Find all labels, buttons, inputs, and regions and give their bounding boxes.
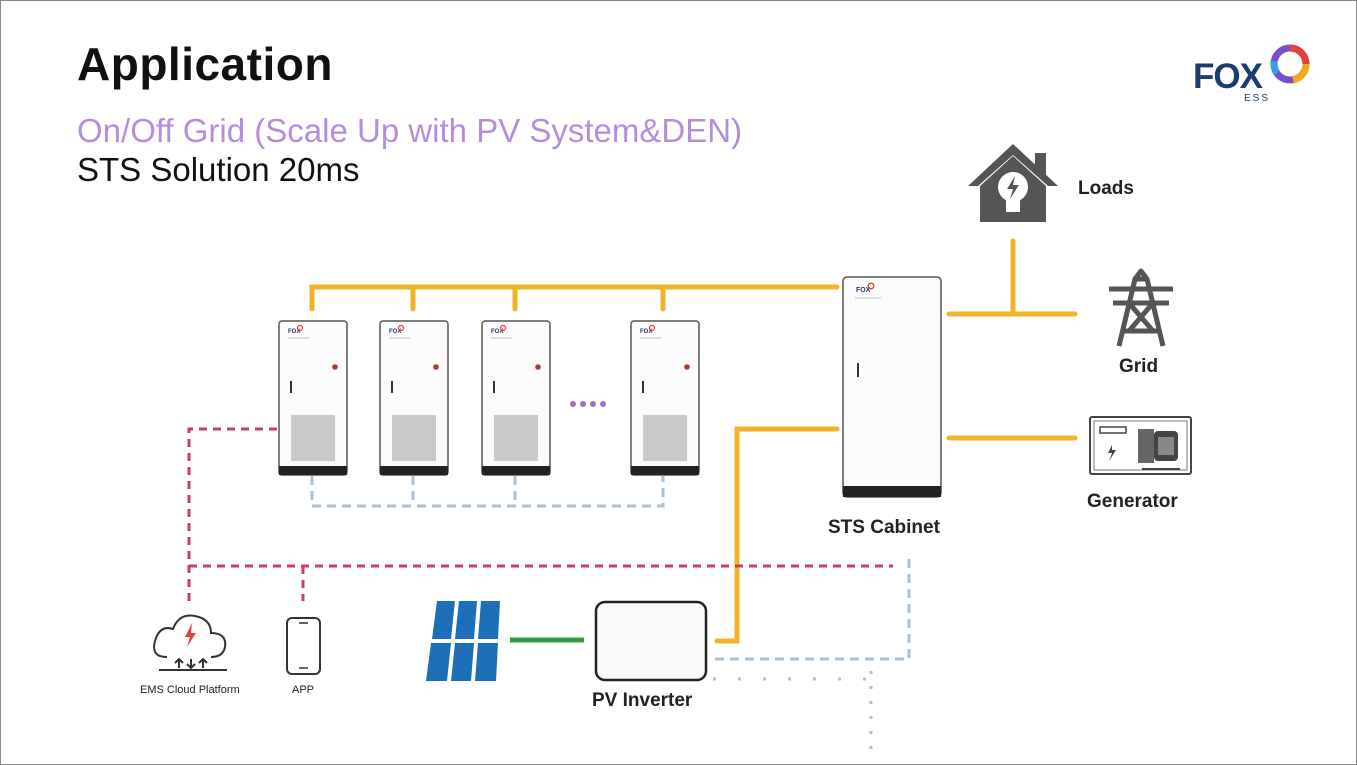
generator-label: Generator (1087, 491, 1178, 512)
pv-ac-line (714, 426, 840, 644)
sts-cabinet: FOX (842, 276, 942, 498)
ac-bus-line (309, 284, 840, 312)
fox-ess-logo: FOX ESS (1193, 43, 1317, 105)
house-lightbulb-icon (968, 144, 1058, 222)
cabinet-brand-text: FOX (389, 329, 401, 335)
battery-cabinet: FOX (379, 320, 449, 476)
solar-panel-icon (426, 601, 500, 681)
app-label: APP (292, 684, 315, 696)
cabinet-brand-text: FOX (491, 329, 503, 335)
cabinet-brand-text: FOX (288, 329, 300, 335)
pv-inverter-label: PV Inverter (592, 690, 693, 711)
sts-cabinet-label: STS Cabinet (828, 517, 940, 538)
phone-icon (286, 617, 321, 675)
page-subtitle: On/Off Grid (Scale Up with PV System&DEN… (77, 112, 743, 149)
page-title: Application (77, 38, 333, 90)
battery-cabinet: FOX (630, 320, 700, 476)
logo-sub: ESS (1244, 93, 1271, 104)
power-tower-icon (1109, 268, 1173, 347)
battery-cabinet: FOX (278, 320, 348, 476)
pv-inverter-box (594, 600, 708, 682)
grid-label: Grid (1119, 356, 1159, 377)
ems-cloud-label: EMS Cloud Platform (140, 684, 240, 696)
ems-comm-lines (187, 427, 893, 601)
battery-cabinet: FOX (481, 320, 551, 476)
bms-data-lines (310, 476, 911, 761)
logo-brand: FOX (1193, 57, 1263, 96)
generator-icon (1089, 416, 1192, 475)
logo-ring-icon (1270, 44, 1310, 84)
loads-label: Loads (1078, 178, 1134, 199)
cloud-platform-icon (153, 614, 227, 671)
power-lines (309, 238, 1078, 644)
more-cabinets-ellipsis (570, 401, 606, 407)
cabinet-brand-text: FOX (640, 329, 652, 335)
page-subtitle-secondary: STS Solution 20ms (77, 151, 360, 188)
bms-bus-line (310, 476, 665, 508)
inverter-data-line (713, 559, 911, 661)
cabinet-brand-text: FOX (856, 287, 871, 294)
